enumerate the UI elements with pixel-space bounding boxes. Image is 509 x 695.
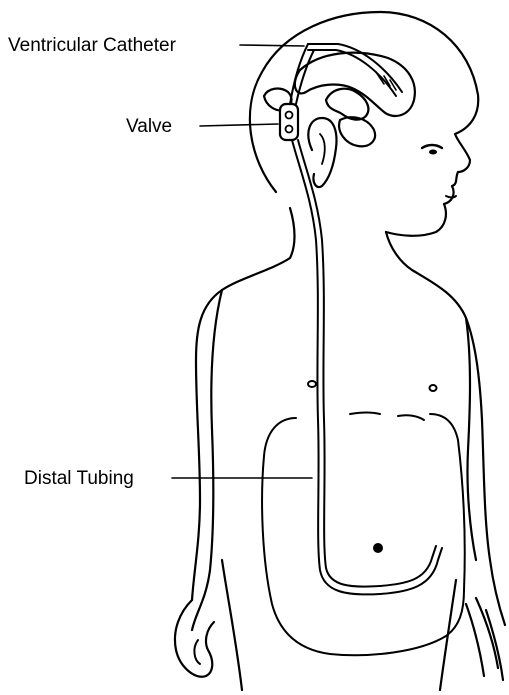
leader-valve — [200, 124, 278, 126]
right-hand — [466, 598, 503, 680]
abdomen-outline — [262, 414, 465, 655]
label-ventricular-catheter: Ventricular Catheter — [8, 36, 176, 55]
navel — [373, 543, 383, 553]
distal-tube-outer — [292, 140, 442, 594]
neck-right — [386, 232, 505, 625]
torso-lower-left — [222, 560, 242, 690]
leader-ventricular-catheter — [240, 45, 304, 46]
neck-left — [192, 208, 295, 600]
ear-inner — [320, 134, 325, 164]
left-nipple — [308, 381, 316, 387]
fourth-ventricle — [339, 117, 375, 146]
mouth — [446, 196, 456, 198]
label-distal-tubing: Distal Tubing — [24, 469, 134, 488]
left-hand-finger — [194, 640, 200, 664]
left-hand — [175, 600, 214, 677]
shunt-tube-upper — [290, 44, 314, 104]
eye — [422, 145, 442, 148]
rib-line-left — [350, 413, 380, 415]
right-nipple — [430, 385, 437, 391]
label-valve: Valve — [126, 117, 172, 136]
ear — [308, 118, 336, 187]
eye-pupil — [429, 150, 437, 155]
valve-body — [280, 104, 298, 140]
rib-line-right — [398, 415, 424, 420]
